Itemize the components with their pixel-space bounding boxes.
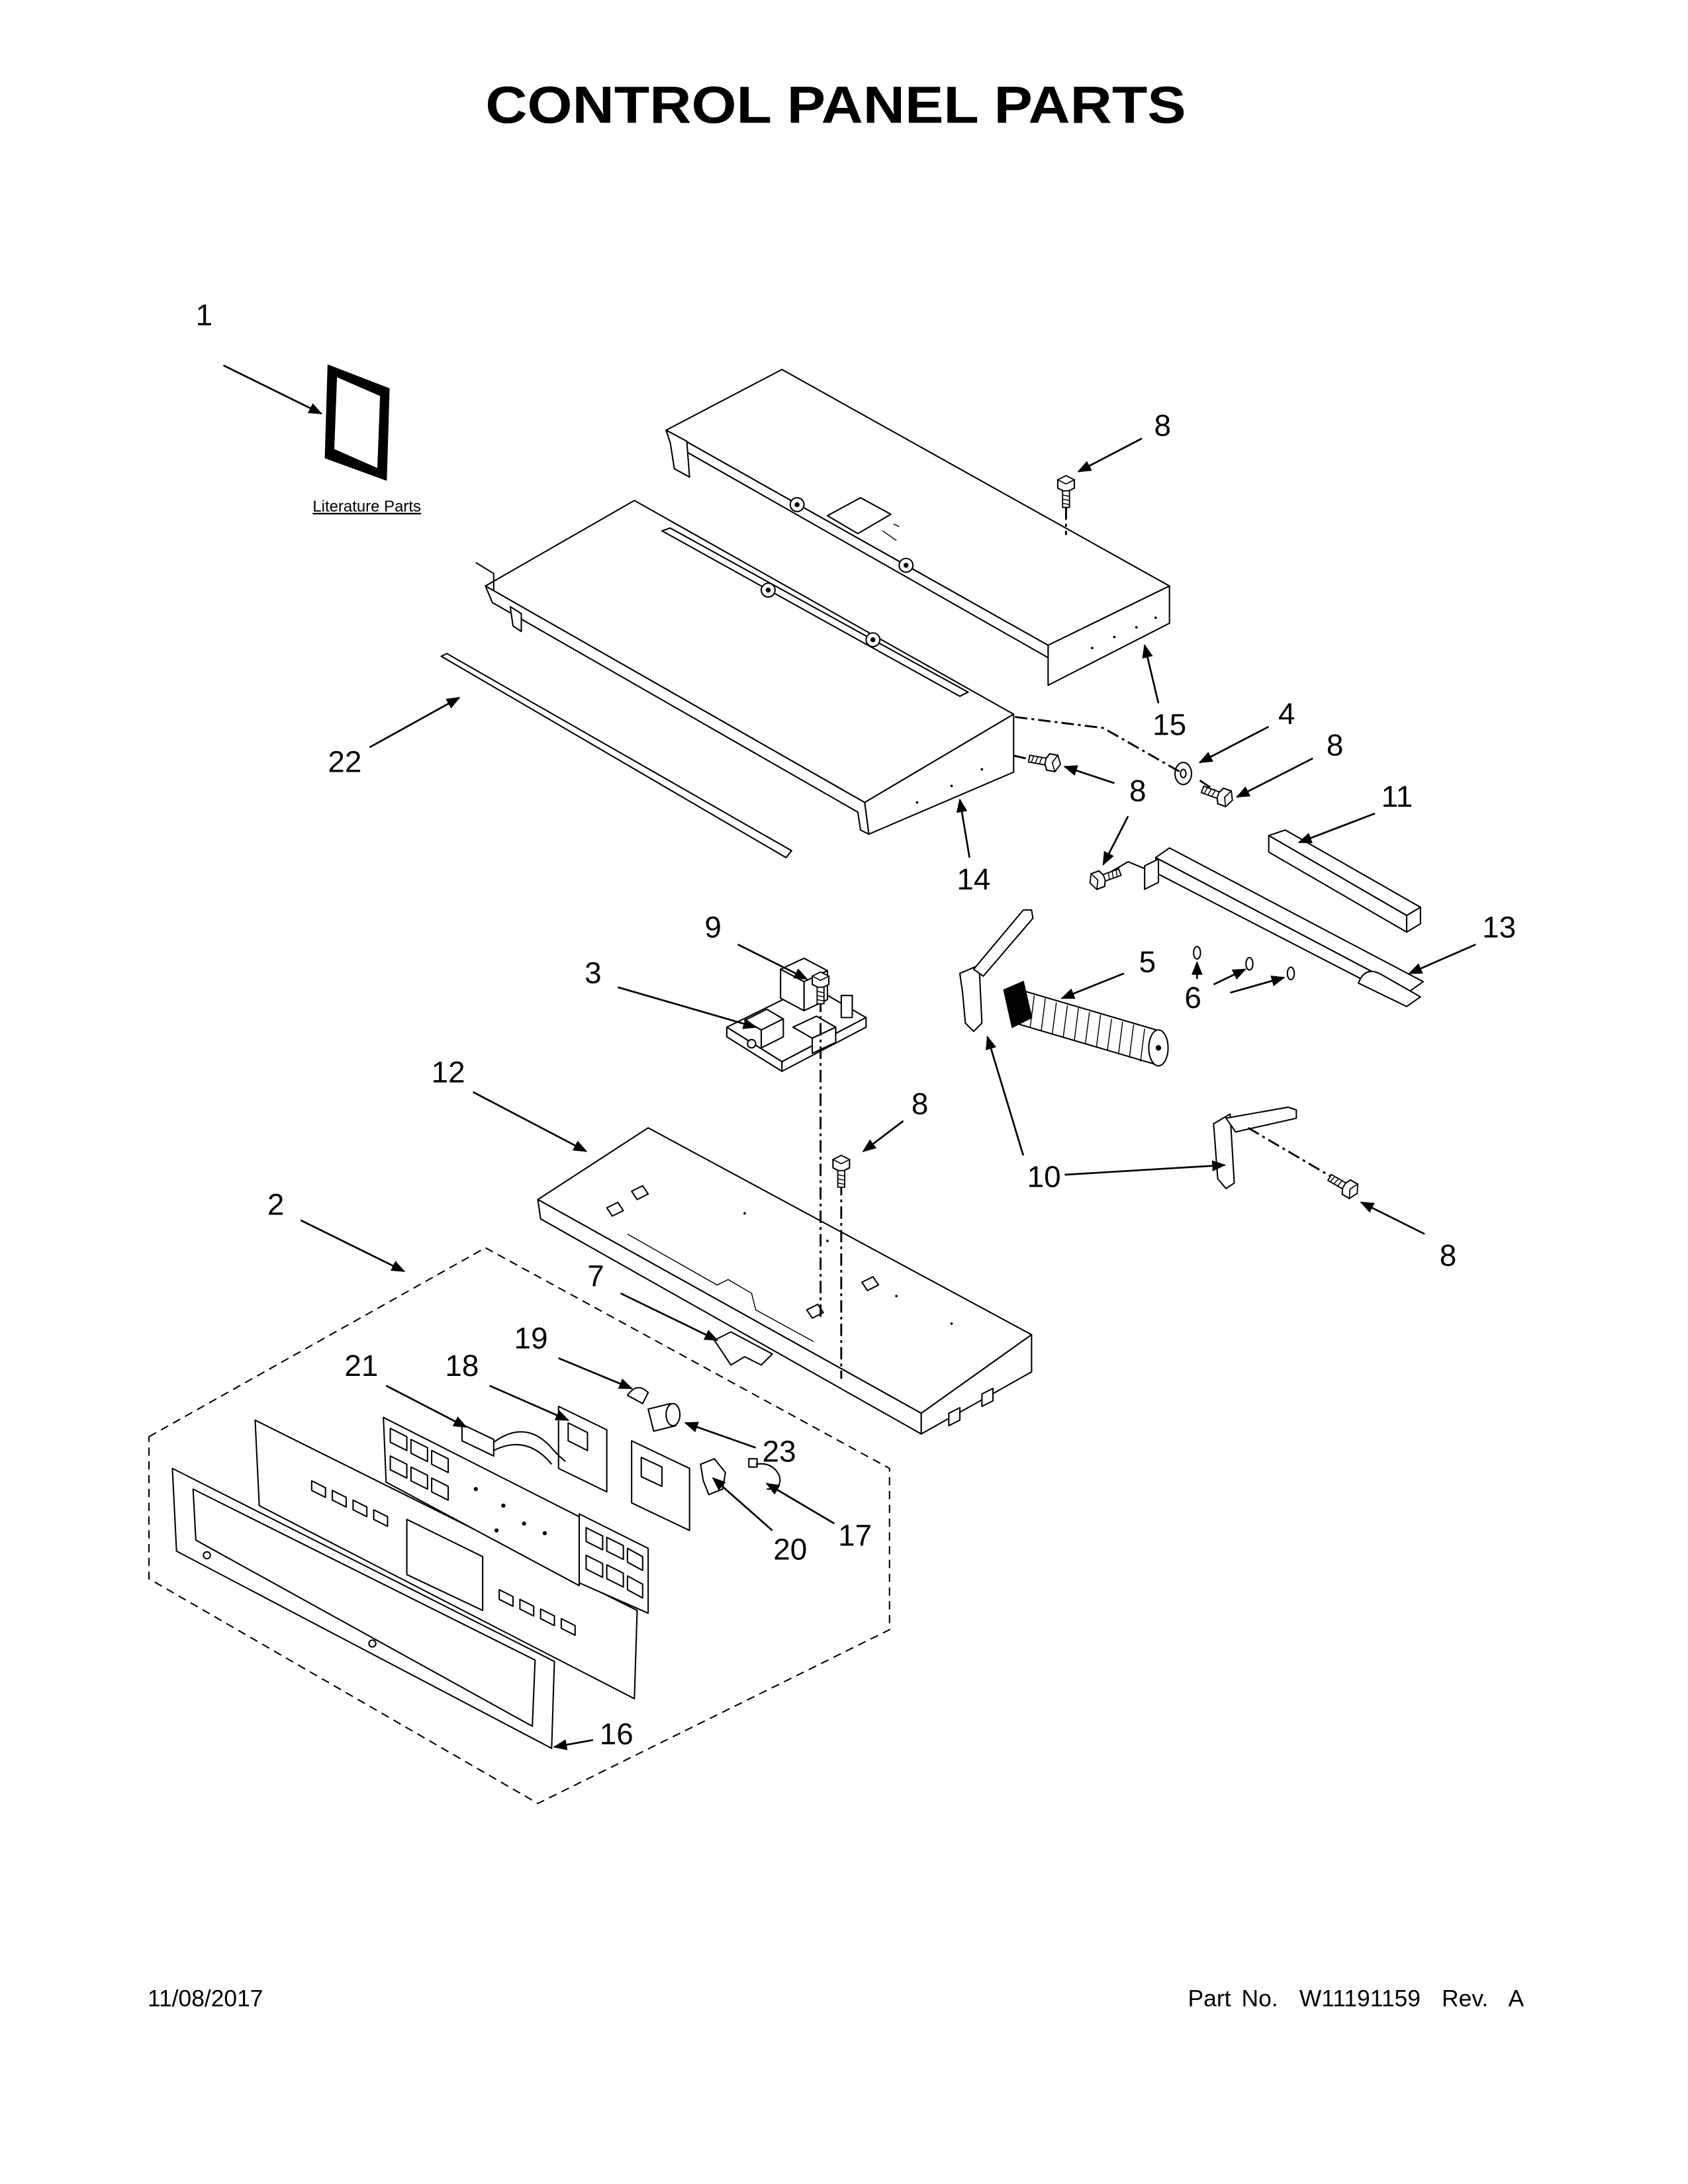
callout-16: 16 xyxy=(600,1717,633,1751)
part-13-drawing xyxy=(1144,847,1425,1007)
callout-labels: 1 8 15 4 8 11 8 14 22 9 3 5 6 13 12 8 10… xyxy=(196,298,1516,1751)
assembly-lines xyxy=(820,507,1336,1379)
part-11-drawing xyxy=(1268,829,1421,933)
callout-3: 3 xyxy=(585,956,601,989)
part-10-right-bracket xyxy=(1213,1106,1297,1189)
callout-11: 11 xyxy=(1382,780,1413,813)
callout-14: 14 xyxy=(957,862,990,896)
callout-8: 8 xyxy=(912,1087,929,1120)
callout-2: 2 xyxy=(267,1187,285,1221)
part-15-drawing xyxy=(665,369,1170,686)
screw-8-panel-14 xyxy=(1027,749,1063,773)
callout-23: 23 xyxy=(763,1434,796,1468)
footer-part-number: Part No. W11191159 Rev. A xyxy=(1188,1985,1524,2011)
callout-13: 13 xyxy=(1482,911,1516,944)
callout-4: 4 xyxy=(1278,697,1295,731)
part-5-drawing xyxy=(1003,980,1169,1067)
control-overlay-panel xyxy=(254,1419,638,1700)
callout-15: 15 xyxy=(1152,707,1186,741)
part-22-drawing xyxy=(440,653,792,858)
callout-17: 17 xyxy=(838,1518,872,1552)
callout-8: 8 xyxy=(1327,729,1344,762)
callout-8: 8 xyxy=(1440,1239,1457,1273)
part-19-drawing xyxy=(626,1387,649,1404)
part-20-drawing xyxy=(700,1458,726,1496)
callout-5: 5 xyxy=(1139,945,1156,979)
part-14-drawing xyxy=(475,500,1015,835)
screw-8-top xyxy=(1056,475,1075,508)
part-16-drawing xyxy=(171,1467,555,1749)
screw-8-bracket-10 xyxy=(1325,1169,1362,1201)
callout-8: 8 xyxy=(1154,408,1172,442)
callout-12: 12 xyxy=(432,1055,465,1089)
part-23-drawing xyxy=(647,1402,681,1432)
part-18-21-boards xyxy=(383,1405,690,1614)
part-6-drawing xyxy=(1193,946,1295,981)
literature-parts-label: Literature Parts xyxy=(312,498,421,516)
footer-date: 11/08/2017 xyxy=(148,1985,263,2011)
callout-20: 20 xyxy=(773,1532,807,1566)
part-2-assembly-outline xyxy=(148,1247,890,1805)
literature-book-icon xyxy=(324,364,390,481)
part-4-drawing xyxy=(1174,762,1193,786)
part-7-drawing xyxy=(714,1331,773,1366)
callout-6: 6 xyxy=(1184,981,1201,1015)
page-title: CONTROL PANEL PARTS xyxy=(485,75,1186,134)
screw-8-panel-12 xyxy=(832,1154,851,1188)
callout-1: 1 xyxy=(196,298,213,332)
callout-19: 19 xyxy=(514,1322,548,1355)
callout-9: 9 xyxy=(704,911,722,944)
callout-7: 7 xyxy=(587,1259,604,1293)
screw-8-washer xyxy=(1199,780,1236,809)
callout-arrows xyxy=(222,364,1476,1751)
callout-22: 22 xyxy=(328,745,361,779)
part-10-left-bracket xyxy=(959,909,1034,1032)
part-12-drawing xyxy=(537,1127,1033,1435)
callout-10: 10 xyxy=(1027,1160,1061,1194)
callout-18: 18 xyxy=(445,1349,479,1383)
part-3-drawing xyxy=(726,957,867,1072)
callout-8: 8 xyxy=(1129,774,1147,807)
callout-21: 21 xyxy=(344,1349,378,1383)
